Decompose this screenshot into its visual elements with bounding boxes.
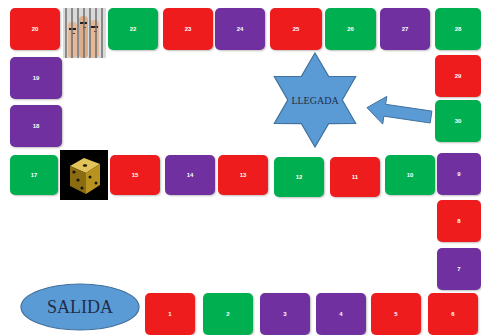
square-number: 18 [33, 123, 40, 129]
board-square: 8 [437, 200, 481, 242]
board-square: 15 [110, 155, 160, 195]
block-arrow [367, 96, 432, 124]
board-square: 6 [428, 293, 478, 335]
square-number: 22 [130, 26, 137, 32]
board-square: 20 [10, 8, 60, 50]
board-square: 18 [10, 105, 62, 147]
square-number: 14 [187, 172, 194, 178]
prison-picture [63, 8, 106, 58]
square-number: 4 [339, 311, 342, 317]
square-number: 25 [293, 26, 300, 32]
square-number: 7 [457, 266, 460, 272]
square-number: 10 [407, 172, 414, 178]
board-square: 5 [371, 293, 421, 335]
square-number: 5 [394, 311, 397, 317]
square-number: 3 [283, 311, 286, 317]
square-number: 19 [33, 75, 40, 81]
square-number: 8 [457, 218, 460, 224]
board-square: 26 [325, 8, 376, 50]
square-number: 27 [402, 26, 409, 32]
board-label: LLEGADA [291, 95, 338, 106]
square-number: 6 [451, 311, 454, 317]
square-number: 17 [31, 172, 38, 178]
square-number: 12 [296, 174, 303, 180]
square-number: 28 [455, 26, 462, 32]
square-number: 2 [226, 311, 229, 317]
square-number: 23 [185, 26, 192, 32]
square-number: 20 [32, 26, 39, 32]
square-number: 24 [237, 26, 244, 32]
board-square: 11 [330, 157, 380, 197]
board-label: SALIDA [47, 297, 113, 318]
square-number: 30 [455, 118, 462, 124]
board-square: 2 [203, 293, 253, 335]
board-square: 22 [108, 8, 158, 50]
board-square: 9 [437, 153, 481, 195]
board-square: 24 [215, 8, 265, 50]
board-square: 17 [10, 155, 58, 195]
board-square: 19 [10, 57, 62, 99]
board-square: 7 [437, 248, 481, 290]
board-square: 10 [385, 155, 435, 195]
board-square: 4 [316, 293, 366, 335]
square-number: 26 [347, 26, 354, 32]
board-square: 29 [435, 55, 481, 97]
board-square: 30 [435, 100, 481, 142]
board-square: 25 [270, 8, 322, 50]
board-square: 27 [380, 8, 430, 50]
square-number: 15 [132, 172, 139, 178]
board-square: 3 [260, 293, 310, 335]
square-number: 1 [168, 311, 171, 317]
board-square: 23 [163, 8, 213, 50]
dice-picture [60, 150, 108, 200]
board-square: 13 [218, 155, 268, 195]
board-square: 1 [145, 293, 195, 335]
square-number: 13 [240, 172, 247, 178]
square-number: 9 [457, 171, 460, 177]
board-square: 14 [165, 155, 215, 195]
finish-star: LLEGADA [267, 52, 363, 148]
square-number: 11 [352, 174, 358, 180]
board-square: 28 [435, 8, 481, 50]
board-square: 12 [274, 157, 324, 197]
square-number: 29 [455, 73, 462, 79]
start-ellipse: SALIDA [20, 283, 140, 331]
